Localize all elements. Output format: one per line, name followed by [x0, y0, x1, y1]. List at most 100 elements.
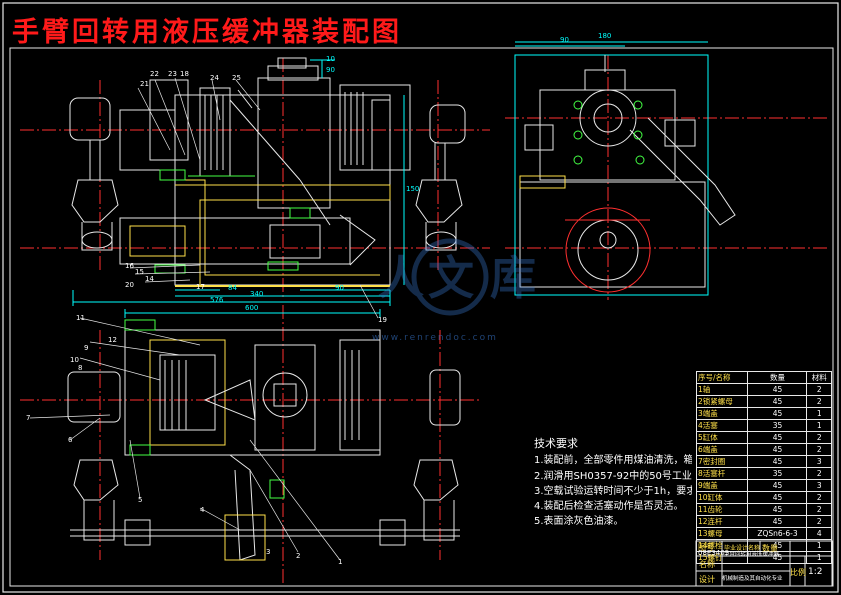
callout-20: 20 [125, 281, 134, 289]
bom-header-cell: 序号/名称 [695, 371, 749, 384]
bom-header-cell: 数量 [747, 371, 808, 384]
watermark-glyph-mid: 文 [428, 251, 474, 305]
bom-cell: 2 [806, 431, 832, 444]
watermark-url: www.renrendoc.com [372, 333, 498, 343]
dim-front-90: 90 [335, 284, 344, 292]
bom-cell: 10缸体 [695, 491, 749, 504]
callout-1: 1 [338, 558, 343, 566]
dim-small-90: 90 [326, 66, 335, 74]
callout-21: 21 [140, 80, 149, 88]
title-block: 图号 08E3405 毕业设计名称 数量 手臂回转用液压缓冲器 名称 设计 机械… [696, 541, 832, 586]
callout-17: 17 [196, 283, 205, 291]
bom-cell: 9端盖 [695, 479, 749, 492]
dim-front-576: 576 [210, 296, 224, 304]
bom-cell: 45 [747, 491, 808, 504]
bom-cell: 35 [747, 419, 808, 432]
bom-cell: 1 [806, 407, 832, 420]
dim-plan-600: 600 [245, 304, 259, 312]
bom-cell: 45 [747, 443, 808, 456]
callout-7: 7 [26, 414, 31, 422]
bom-cell: 1 [806, 419, 832, 432]
bom-cell: 45 [747, 395, 808, 408]
callout-3: 3 [266, 548, 271, 556]
bom-cell: 45 [747, 479, 808, 492]
callout-8: 8 [78, 364, 83, 372]
bom-cell: 2 [806, 395, 832, 408]
tech-req-item: 5.表面涂灰色油漆。 [534, 516, 624, 528]
tb-scale-value: 1:2 [808, 567, 823, 577]
callout-10: 10 [70, 356, 79, 364]
tb-design-label: 设计 [699, 575, 715, 584]
tech-req-item: 4.装配后检查活塞动作是否灵活。 [534, 501, 684, 513]
tb-name-value: 手臂回转用液压缓冲器 [724, 552, 780, 558]
callout-4: 4 [200, 506, 205, 514]
watermark-glyph-left: 人 [378, 251, 424, 305]
tb-count-label: 数量 [762, 544, 778, 553]
callout-9: 9 [84, 344, 89, 352]
inner-border [9, 47, 834, 587]
watermark-icon: 人 文 库 [378, 238, 536, 316]
bom-cell: 35 [747, 467, 808, 480]
tech-req-item: 1.装配前，全部零件用煤油清洗，箱体内壁涂耐油油漆。 [534, 455, 692, 467]
bom-cell: 45 [747, 407, 808, 420]
bom-cell: 2 [806, 467, 832, 480]
bom-cell: 2 [806, 443, 832, 456]
bom-cell: 2 [806, 503, 832, 516]
dim-side-90: 90 [560, 36, 569, 44]
dim-front-340: 340 [250, 290, 264, 298]
dim-front-150: 150 [406, 185, 420, 193]
callout-24: 24 [210, 74, 219, 82]
bom-cell: 3端盖 [695, 407, 749, 420]
dim-front-84: 84 [228, 284, 237, 292]
bom-cell: 13螺母 [695, 527, 749, 540]
callout-12: 12 [108, 336, 117, 344]
bom-cell: 6端盖 [695, 443, 749, 456]
bom-cell: ZQSn6-6-3 [747, 527, 808, 540]
tb-scale-label: 比例 [790, 568, 806, 577]
callout-6: 6 [68, 436, 73, 444]
tech-req-item: 3.空载试验运转时间不少于1h，要求运转平稳，噪声不得超过规定值，无冲击，无振动… [534, 485, 692, 497]
bom-cell: 2 [806, 491, 832, 504]
bom-cell: 4活塞 [695, 419, 749, 432]
bom-cell: 12连杆 [695, 515, 749, 528]
bom-cell: 45 [747, 431, 808, 444]
callout-25: 25 [232, 74, 241, 82]
drawing-title: 手臂回转用液压缓冲器装配图 [12, 17, 402, 48]
watermark-glyph-right: 库 [490, 251, 536, 305]
bom-cell: 45 [747, 551, 808, 564]
bom-cell: 45 [747, 383, 808, 396]
tech-req-item: 2.润滑用SH0357-92中的50号工业齿轮油。 [534, 470, 692, 482]
bom-cell: 8活塞杆 [695, 467, 749, 480]
bom-cell: 11齿轮 [695, 503, 749, 516]
tb-school: 机械制造及其自动化专业 [722, 576, 783, 582]
callout-15: 15 [135, 268, 144, 276]
bom-cell: 4 [806, 527, 832, 540]
bom-cell: 7密封圈 [695, 455, 749, 468]
bom-header-row: 序号/名称 数量 材料 [695, 371, 832, 384]
watermark-logo: 人 文 库 [350, 222, 550, 336]
bom-cell: 1 [806, 551, 832, 564]
callout-11: 11 [76, 314, 85, 322]
bom-cell: 45 [747, 503, 808, 516]
tb-project-label: 毕业设计名称 [724, 545, 761, 552]
bom-cell: 45 [747, 455, 808, 468]
bom-header-cell: 材料 [806, 371, 832, 384]
plan-view [20, 305, 480, 585]
front-view [20, 57, 490, 306]
